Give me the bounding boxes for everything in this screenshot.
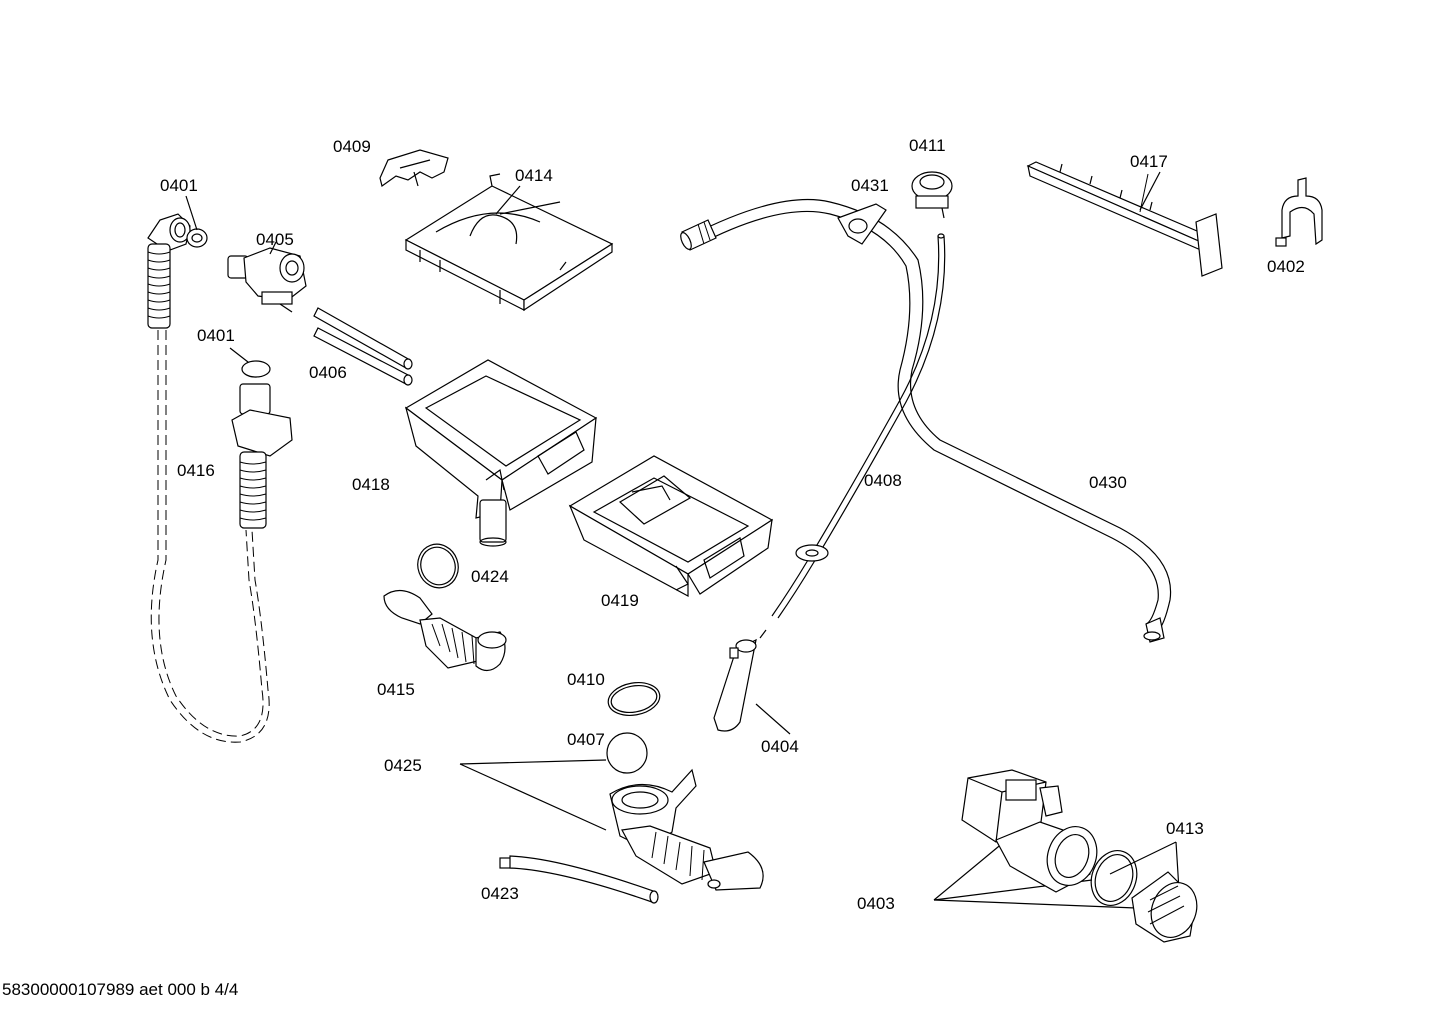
label-0424: 0424 xyxy=(471,567,509,586)
label-0410: 0410 xyxy=(567,670,605,689)
part-0415-bellows-hose[interactable] xyxy=(383,589,507,672)
part-labels: 0401 0401 0402 0403 0404 0405 0406 0407 … xyxy=(160,136,1305,913)
label-0401-lower: 0401 xyxy=(197,326,235,345)
label-0401-top: 0401 xyxy=(160,176,198,195)
label-0405: 0405 xyxy=(256,230,294,249)
part-0419-detergent-drawer[interactable] xyxy=(568,455,774,598)
label-0419: 0419 xyxy=(601,591,639,610)
label-0414: 0414 xyxy=(515,166,553,185)
label-0416: 0416 xyxy=(177,461,215,480)
part-0424-gasket[interactable] xyxy=(412,538,465,593)
label-0423: 0423 xyxy=(481,884,519,903)
label-0415: 0415 xyxy=(377,680,415,699)
part-0408-pressure-tube[interactable] xyxy=(771,233,946,619)
label-0402: 0402 xyxy=(1267,257,1305,276)
label-0425: 0425 xyxy=(384,756,422,775)
part-0431-clamp[interactable] xyxy=(837,203,887,245)
label-0430: 0430 xyxy=(1089,473,1127,492)
part-0409-bracket[interactable] xyxy=(379,149,449,188)
part-0425-sump-hose[interactable] xyxy=(459,759,764,891)
leader-lines xyxy=(1139,173,1149,213)
part-0405-inlet-valve[interactable] xyxy=(227,241,307,313)
label-0418: 0418 xyxy=(352,475,390,494)
part-0413-filter[interactable] xyxy=(1084,841,1204,944)
label-0409: 0409 xyxy=(333,137,371,156)
label-0406: 0406 xyxy=(309,363,347,382)
part-0414-dispenser-cover[interactable] xyxy=(404,173,614,312)
part-0417-rail[interactable] xyxy=(1026,161,1223,277)
label-0408: 0408 xyxy=(864,471,902,490)
part-0406-tubes[interactable] xyxy=(313,307,413,386)
part-0410-seal-ring[interactable] xyxy=(606,679,663,720)
part-0411-pressure-switch[interactable] xyxy=(911,171,953,219)
part-0404-air-trap[interactable] xyxy=(713,629,791,735)
part-0403-drain-pump[interactable] xyxy=(933,769,1137,909)
label-0413: 0413 xyxy=(1166,819,1204,838)
part-0430-drain-hose[interactable] xyxy=(679,198,1172,643)
label-0404: 0404 xyxy=(761,737,799,756)
part-0401-washer-lower[interactable] xyxy=(229,347,271,378)
label-0403: 0403 xyxy=(857,894,895,913)
label-0407: 0407 xyxy=(567,730,605,749)
part-0423-drain-tube[interactable] xyxy=(499,855,659,904)
label-0411: 0411 xyxy=(909,136,946,155)
label-0417: 0417 xyxy=(1130,152,1168,171)
part-0402-hose-clip[interactable] xyxy=(1275,177,1323,247)
label-0431: 0431 xyxy=(851,176,889,195)
part-0401-washer-top[interactable] xyxy=(185,195,208,248)
part-0407-ball[interactable] xyxy=(606,732,648,774)
drawing-reference-code: 58300000107989 aet 000 b 4/4 xyxy=(2,980,239,999)
part-0418-dispenser-housing[interactable] xyxy=(404,359,598,547)
